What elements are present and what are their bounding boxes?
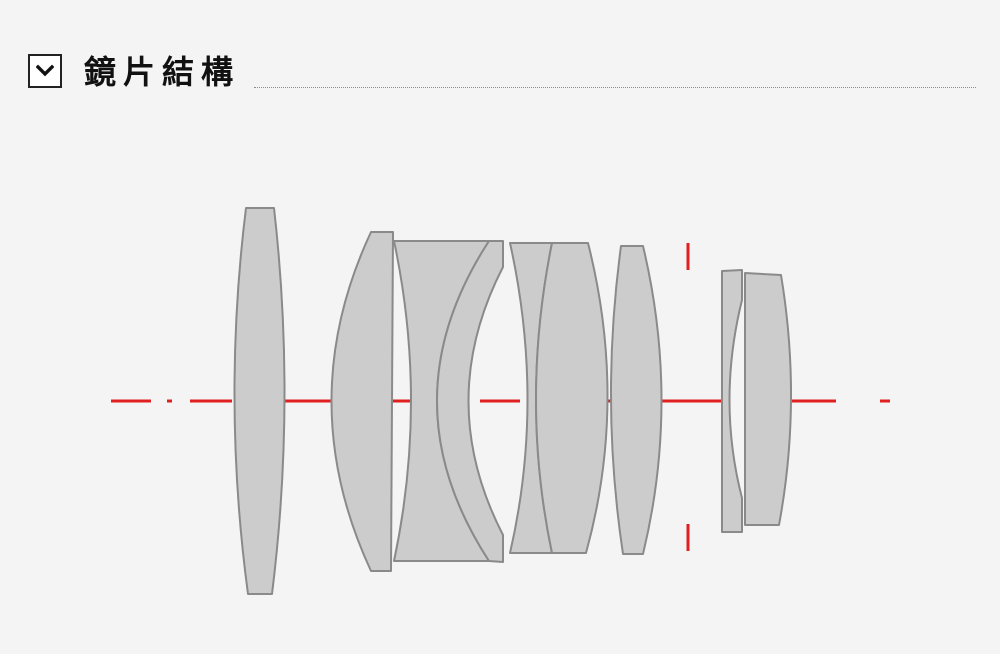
- lens-element-4: [436, 240, 504, 563]
- lens-element-7: [610, 245, 663, 555]
- lens-element-6: [535, 242, 609, 554]
- title-divider: [254, 87, 976, 88]
- lens-element-9: [744, 272, 792, 526]
- lens-element-8: [721, 269, 743, 533]
- section-header: 鏡片結構: [28, 52, 976, 92]
- section-title: 鏡片結構: [84, 53, 241, 91]
- lens-element-2: [330, 231, 394, 572]
- chevron-down-icon: [36, 64, 54, 77]
- lens-element-1: [233, 207, 286, 595]
- collapse-toggle-button[interactable]: [28, 54, 62, 88]
